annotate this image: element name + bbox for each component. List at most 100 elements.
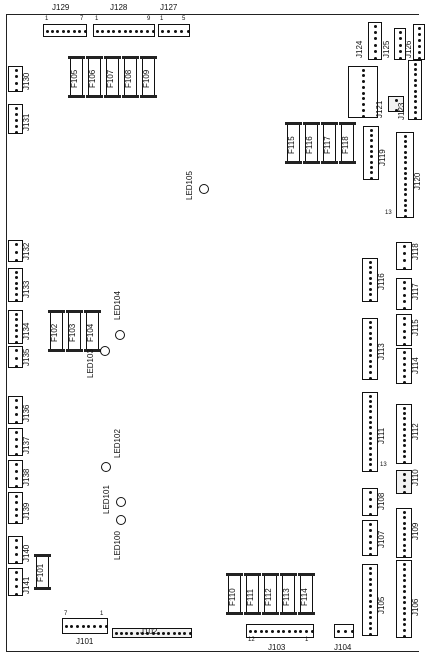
connector-j119 [363, 126, 379, 180]
connector-pin [145, 29, 149, 33]
connector-j126 [413, 24, 425, 60]
connector-pin [369, 512, 372, 516]
connector-pin [414, 73, 417, 77]
connector-pin [369, 359, 372, 363]
connector-pin [404, 193, 407, 197]
connector-pin [403, 579, 406, 583]
label-led105: LED105 [185, 171, 194, 200]
connector-pin [404, 177, 407, 181]
connector-pin [369, 627, 372, 630]
connector-pin [370, 165, 373, 169]
connector-pin [14, 553, 18, 557]
connector-pin [403, 287, 406, 290]
connector-pin [282, 630, 286, 633]
connector-pin [265, 630, 269, 633]
connector-pin [14, 81, 18, 85]
connector-pin [14, 312, 18, 316]
label-j128: J128 [110, 3, 128, 12]
fuse-f103 [66, 310, 83, 352]
connector-pin [369, 534, 372, 538]
connector-pin [369, 298, 372, 302]
connector-pin [370, 160, 373, 164]
connector-pin [395, 98, 398, 102]
connector-j112 [396, 404, 412, 464]
connector-pin [167, 632, 171, 635]
connector-pin [370, 133, 373, 137]
label-f114: F114 [300, 588, 309, 606]
connector-pin [369, 342, 372, 346]
connector-pin [403, 573, 406, 577]
connector-pin [414, 67, 417, 71]
connector-pin [403, 538, 406, 541]
pin-number: 1 [160, 16, 164, 22]
connector-pin [369, 442, 372, 446]
label-f105: F105 [70, 69, 79, 88]
connector-pin [403, 406, 406, 410]
connector-pin [403, 490, 406, 494]
connector-pin [369, 431, 372, 435]
connector-pin [369, 354, 372, 358]
fuse-f114 [298, 573, 315, 615]
label-j118: J118 [411, 243, 420, 260]
fuse-f113 [280, 573, 297, 615]
connector-pin [403, 411, 406, 415]
connector-pin [310, 630, 314, 633]
connector-pin [369, 410, 372, 414]
connector-pin [14, 118, 18, 122]
label-j137: J137 [22, 436, 31, 454]
pin-number: 13 [380, 462, 387, 468]
connector-pin [14, 445, 18, 449]
connector-pin [14, 494, 18, 498]
label-j140: J140 [22, 544, 31, 562]
connector-pin [369, 370, 372, 374]
label-j109: J109 [411, 522, 420, 540]
connector-pin [369, 287, 372, 291]
connector-pin [248, 630, 252, 633]
connector-pin [403, 617, 406, 621]
label-j138: J138 [22, 468, 31, 486]
connector-pin [61, 29, 65, 33]
connector-j139 [8, 492, 23, 524]
connector-j128 [93, 24, 155, 37]
label-j102: J102 [140, 627, 158, 636]
connector-j138 [8, 460, 23, 488]
label-led101: LED101 [102, 485, 111, 514]
label-j104: J104 [334, 643, 352, 652]
connector-pin [403, 543, 406, 547]
connector-j103 [246, 624, 314, 638]
connector-pin [369, 420, 372, 424]
connector-pin [369, 552, 372, 556]
connector-j107 [362, 520, 378, 556]
connector-pin [369, 394, 372, 398]
connector-pin [403, 266, 406, 270]
label-j112: J112 [411, 423, 420, 440]
connector-pin [404, 171, 407, 175]
connector-pin [369, 326, 372, 330]
label-j103: J103 [268, 643, 286, 652]
connector-pin [64, 625, 68, 628]
connector-pin [418, 44, 421, 48]
connector-j121-block [348, 66, 378, 118]
connector-j131 [8, 104, 23, 134]
connector-pin [403, 562, 406, 566]
connector-pin [299, 630, 303, 633]
connector-j104 [334, 624, 354, 638]
connector-pin [14, 287, 18, 291]
connector-pin [81, 625, 85, 628]
connector-pin [403, 316, 406, 320]
connector-pin [14, 405, 18, 409]
connector-pin [14, 292, 18, 296]
connector-pin [370, 171, 373, 175]
connector-pin [370, 144, 373, 148]
fuse-f115 [285, 122, 302, 164]
label-j121: J121 [375, 100, 384, 118]
connector-pin [414, 116, 417, 120]
fuse-f104 [84, 310, 101, 352]
connector-pin [414, 84, 417, 88]
label-j135: J135 [22, 348, 31, 366]
connector-pin [362, 91, 365, 95]
connector-j105 [362, 564, 378, 636]
connector-pin [370, 176, 373, 180]
connector-j141 [8, 568, 23, 596]
